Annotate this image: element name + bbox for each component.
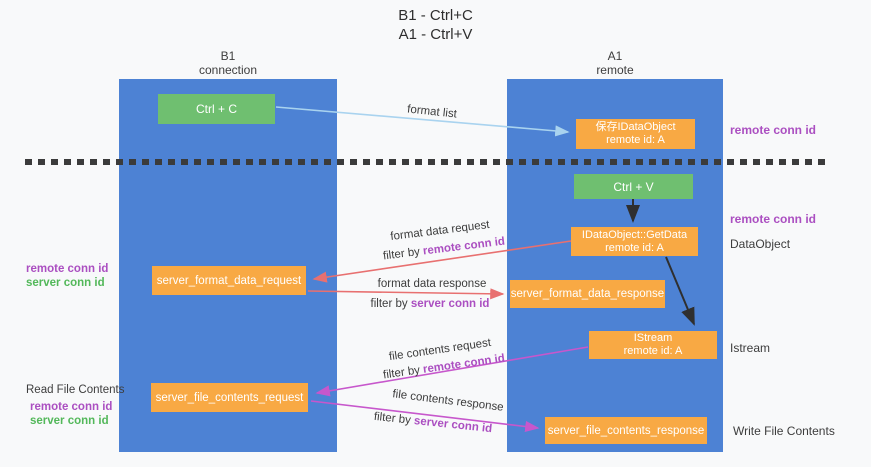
legend-server-conn-id: server conn id (26, 277, 105, 289)
lane-header-a1: A1 remote (507, 49, 723, 77)
lane-header-b1: B1 connection (119, 49, 337, 77)
title-line-1: B1 - Ctrl+C (398, 7, 473, 24)
server-file-contents-request-label: server_file_contents_request (155, 391, 304, 404)
node-server-file-contents-response: server_file_contents_response (545, 417, 707, 444)
node-save-dataobject: 保存IDataObject remote id: A (576, 119, 695, 149)
lane-a1-name: A1 (607, 49, 623, 63)
save-dataobject-line1: 保存IDataObject (595, 121, 676, 133)
lane-b1-role: connection (198, 63, 258, 77)
legend-remote-conn-id: remote conn id (26, 263, 109, 275)
lane-b1-name: B1 (220, 49, 236, 63)
ctrl-v-label: Ctrl + V (613, 179, 654, 194)
legend-conn-ids-top: remote conn id server conn id (26, 262, 108, 290)
node-server-format-data-response: server_format_data_response (510, 280, 665, 308)
node-istream: IStream remote id: A (589, 331, 717, 359)
node-idataobject-getdata: IDataObject::GetData remote id: A (571, 227, 698, 256)
annotation-write-file-contents: Write File Contents (733, 424, 835, 438)
arrow-file-contents-response (310, 400, 540, 433)
legend-remote-conn-id: remote conn id (30, 401, 113, 413)
arrow-format-data-response (307, 288, 505, 300)
legend-conn-ids-bottom: remote conn id server conn id (30, 400, 112, 428)
legend-server-conn-id: server conn id (30, 415, 109, 427)
annotation-dataobject: DataObject (730, 237, 791, 251)
title-line-2: A1 - Ctrl+V (398, 26, 473, 43)
lane-a1-role: remote (596, 63, 634, 77)
server-format-data-response-label: server_format_data_response (510, 288, 665, 300)
filter-by-text: filter by (370, 298, 411, 310)
page-title: B1 - Ctrl+C A1 - Ctrl+V (0, 6, 871, 44)
arrow-format-data-request (312, 240, 572, 283)
save-dataobject-line2: remote id: A (606, 134, 665, 146)
annotation-istream: Istream (730, 341, 771, 355)
arrow-getdata-to-istream (665, 256, 695, 326)
node-ctrl-v: Ctrl + V (574, 174, 693, 199)
server-conn-id-text: server conn id (410, 298, 490, 310)
annotation-remote-conn-id-top: remote conn id (730, 123, 817, 137)
edge-filter-format-data-response: filter by server conn id (371, 298, 490, 310)
edge-label-format-data-response: format data response (377, 278, 487, 290)
server-file-contents-response-label: server_file_contents_response (547, 424, 705, 437)
server-format-data-request-label: server_format_data_request (156, 274, 302, 287)
node-ctrl-c: Ctrl + C (158, 94, 275, 124)
getdata-line2: remote id: A (605, 241, 664, 254)
annotation-remote-conn-id-mid: remote conn id (730, 212, 817, 226)
getdata-line1: IDataObject::GetData (581, 228, 688, 241)
arrow-format-list (275, 106, 570, 137)
node-server-file-contents-request: server_file_contents_request (151, 383, 308, 412)
ctrl-c-label: Ctrl + C (195, 102, 237, 116)
arrow-file-contents-request (315, 346, 589, 397)
node-server-format-data-request: server_format_data_request (152, 266, 306, 295)
istream-line2: remote id: A (623, 345, 683, 357)
istream-line1: IStream (633, 332, 673, 344)
annotation-read-file-contents: Read File Contents (26, 384, 125, 396)
